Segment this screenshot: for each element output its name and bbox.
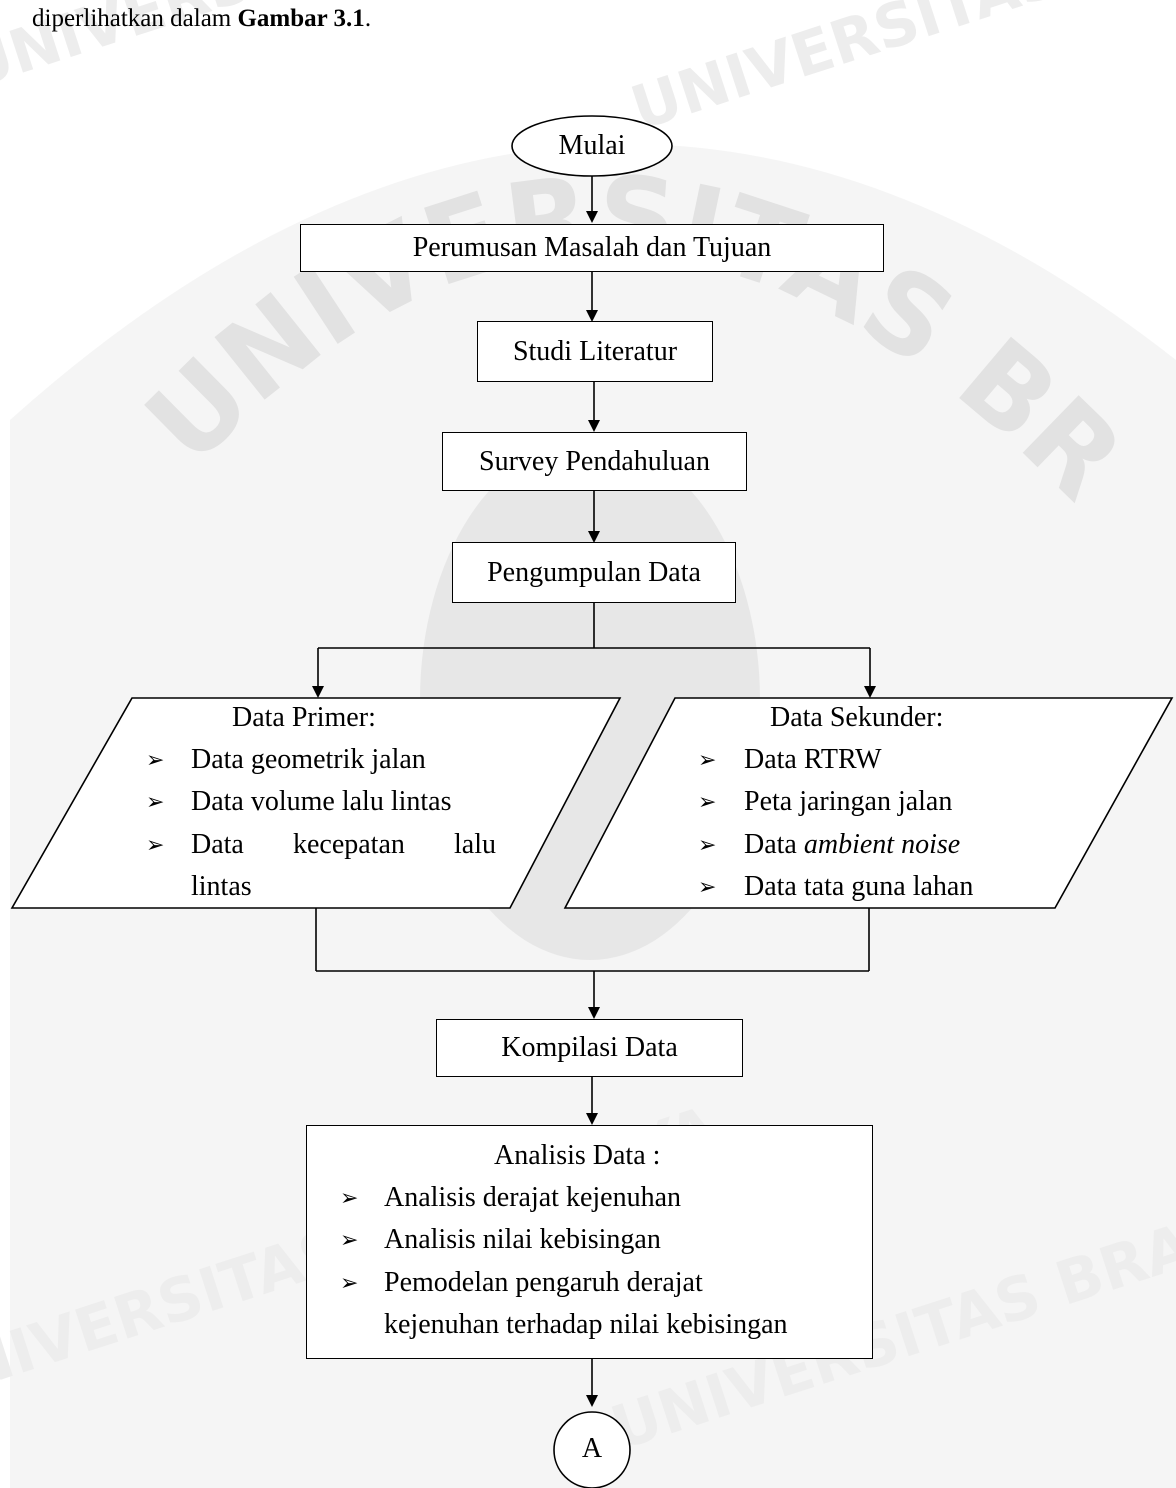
intro-sentence: diperlihatkan dalam Gambar 3.1. [32, 4, 371, 34]
figure-reference: Gambar 3.1 [237, 5, 365, 32]
preliminary-survey-box: Survey Pendahuluan [442, 432, 747, 491]
sekunder-item-2: Peta jaringan jalan [744, 786, 953, 817]
intro-text: diperlihatkan dalam [32, 5, 238, 32]
preliminary-survey-label: Survey Pendahuluan [479, 445, 710, 477]
data-primer-title: Data Primer: [232, 702, 376, 733]
data-collection-label: Pengumpulan Data [487, 556, 701, 588]
data-compilation-box: Kompilasi Data [436, 1019, 743, 1077]
bullet-arrow-icon: ➢ [698, 747, 717, 772]
bullet-arrow-icon: ➢ [698, 832, 717, 857]
intro-end: . [364, 5, 372, 32]
analysis-title: Analisis Data : [494, 1140, 661, 1171]
data-sekunder-shape [563, 697, 1174, 909]
data-collection-box: Pengumpulan Data [452, 542, 736, 603]
primer-item-3-wrap: lintas [191, 871, 252, 902]
bullet-arrow-icon: ➢ [698, 789, 717, 814]
sekunder-item-4: Data tata guna lahan [744, 871, 974, 902]
bullet-arrow-icon: ➢ [698, 874, 717, 899]
sekunder-item-1: Data RTRW [744, 744, 882, 775]
data-analysis-box: Analisis Data : ➢ Analisis derajat kejen… [306, 1125, 873, 1359]
bullet-arrow-icon: ➢ [340, 1227, 359, 1252]
primer-item-3-word-1: Data [191, 829, 244, 860]
primer-item-3: Data kecepatan lalu [191, 829, 496, 861]
sekunder-item-3-italic: ambient noise [803, 829, 961, 860]
analysis-item-3-line-1: Pemodelan pengaruh derajat [384, 1267, 703, 1298]
data-sekunder-title: Data Sekunder: [770, 702, 944, 733]
analysis-item-3-line-2: kejenuhan terhadap nilai kebisingan [384, 1309, 788, 1340]
primer-item-3-word-3: lalu [454, 829, 496, 860]
data-compilation-label: Kompilasi Data [501, 1032, 678, 1063]
problem-formulation-label: Perumusan Masalah dan Tujuan [412, 232, 772, 263]
bullet-arrow-icon: ➢ [146, 747, 165, 772]
sekunder-item-3-prefix: Data [744, 829, 804, 860]
literature-study-box: Studi Literatur [477, 321, 713, 382]
bullet-arrow-icon: ➢ [146, 832, 165, 857]
sekunder-item-3: Data ambient noise [744, 829, 960, 861]
primer-item-1: Data geometrik jalan [191, 744, 426, 775]
analysis-item-1: Analisis derajat kejenuhan [384, 1182, 682, 1213]
bullet-arrow-icon: ➢ [146, 789, 165, 814]
analysis-item-2: Analisis nilai kebisingan [384, 1224, 661, 1255]
literature-study-label: Studi Literatur [512, 335, 678, 367]
bullet-arrow-icon: ➢ [340, 1270, 359, 1295]
data-primer-shape [10, 697, 622, 909]
primer-item-3-word-2: kecepatan [292, 829, 405, 860]
bullet-arrow-icon: ➢ [340, 1185, 359, 1210]
connector-a-label: A [581, 1433, 603, 1464]
connector-a-shape [553, 1411, 631, 1488]
problem-formulation-box: Perumusan Masalah dan Tujuan [300, 224, 884, 272]
start-label: Mulai [558, 130, 626, 161]
primer-item-2: Data volume lalu lintas [191, 786, 452, 817]
